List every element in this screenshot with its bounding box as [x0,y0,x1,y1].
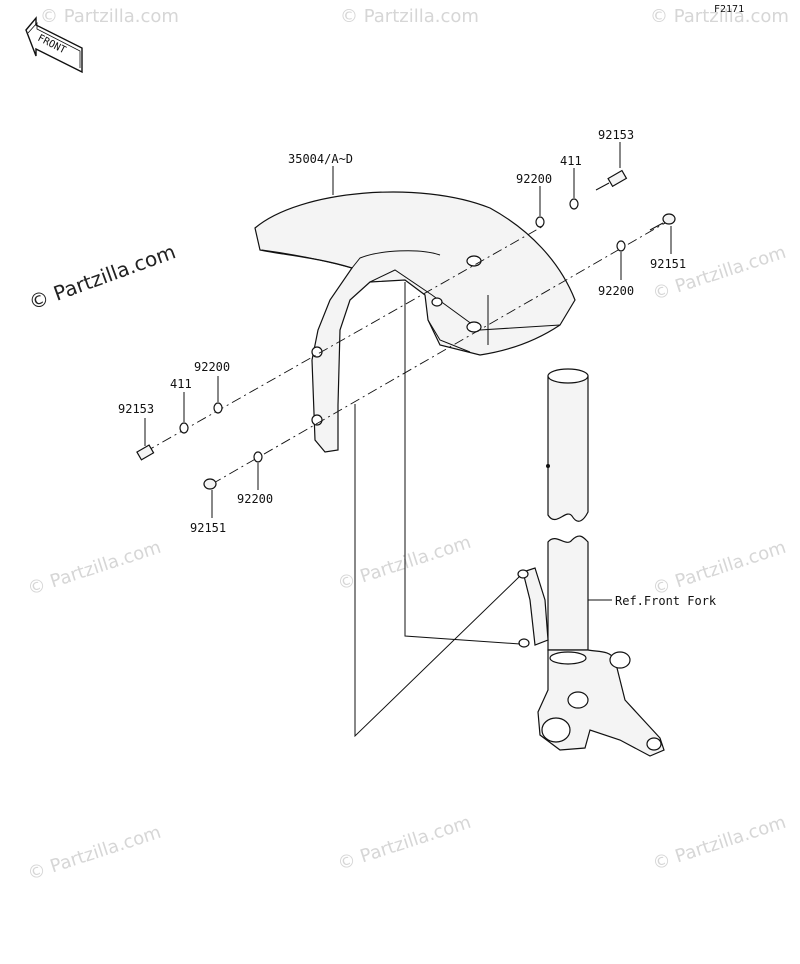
washer-right-icon [616,240,626,252]
bolt-top-right-icon [595,169,628,191]
bolt-left-icon [136,444,155,461]
bolt-lower-left-icon [203,478,217,490]
center-lines [144,218,673,485]
collar-left-icon [179,422,189,434]
assembly-guide-lines [354,282,521,738]
part-number-bolt-right: 92151 [650,257,686,271]
figure-code: F2171 [714,4,744,15]
part-number-bolt-lower-left: 92151 [190,521,226,535]
collar-top-right-icon [569,198,579,210]
watermark: © Partzilla.com [25,822,164,885]
watermark-layer: © Partzilla.com © Partzilla.com © Partzi… [25,6,789,885]
washer-top-right-icon [535,216,545,228]
part-number-collar-top-right: 411 [560,154,582,168]
watermark: © Partzilla.com [340,6,479,27]
part-number-collar-left: 411 [170,377,192,391]
part-number-fender: 35004/A~D [288,152,353,166]
part-number-washer-lower-left: 92200 [237,492,273,506]
watermark: © Partzilla.com [335,532,474,595]
front-fender [254,191,576,453]
part-number-bolt-top-right: 92153 [598,128,634,142]
part-number-washer-top-right: 92200 [516,172,552,186]
watermark: © Partzilla.com [650,537,789,600]
front-arrow-icon: FRONT [25,16,83,74]
reference-label-front-fork: Ref.Front Fork [615,594,717,608]
watermark: © Partzilla.com [25,537,164,600]
washer-lower-left-icon [253,451,263,463]
leader-lines [144,142,672,601]
bolt-right-icon [649,213,676,231]
part-labels: 35004/A~D 92153 411 92200 92151 92200 92… [118,128,717,608]
part-number-bolt-left: 92153 [118,402,154,416]
washer-left-icon [213,402,223,414]
part-number-washer-right: 92200 [598,284,634,298]
watermark: © Partzilla.com [335,812,474,875]
watermark: © Partzilla.com [650,6,789,27]
part-number-washer-left: 92200 [194,360,230,374]
fork-lower-assembly [517,535,665,757]
watermark: © Partzilla.com [40,6,179,27]
watermark-primary: © Partzilla.com [26,239,179,314]
fork-upper-tube [546,368,589,522]
watermark: © Partzilla.com [650,812,789,875]
